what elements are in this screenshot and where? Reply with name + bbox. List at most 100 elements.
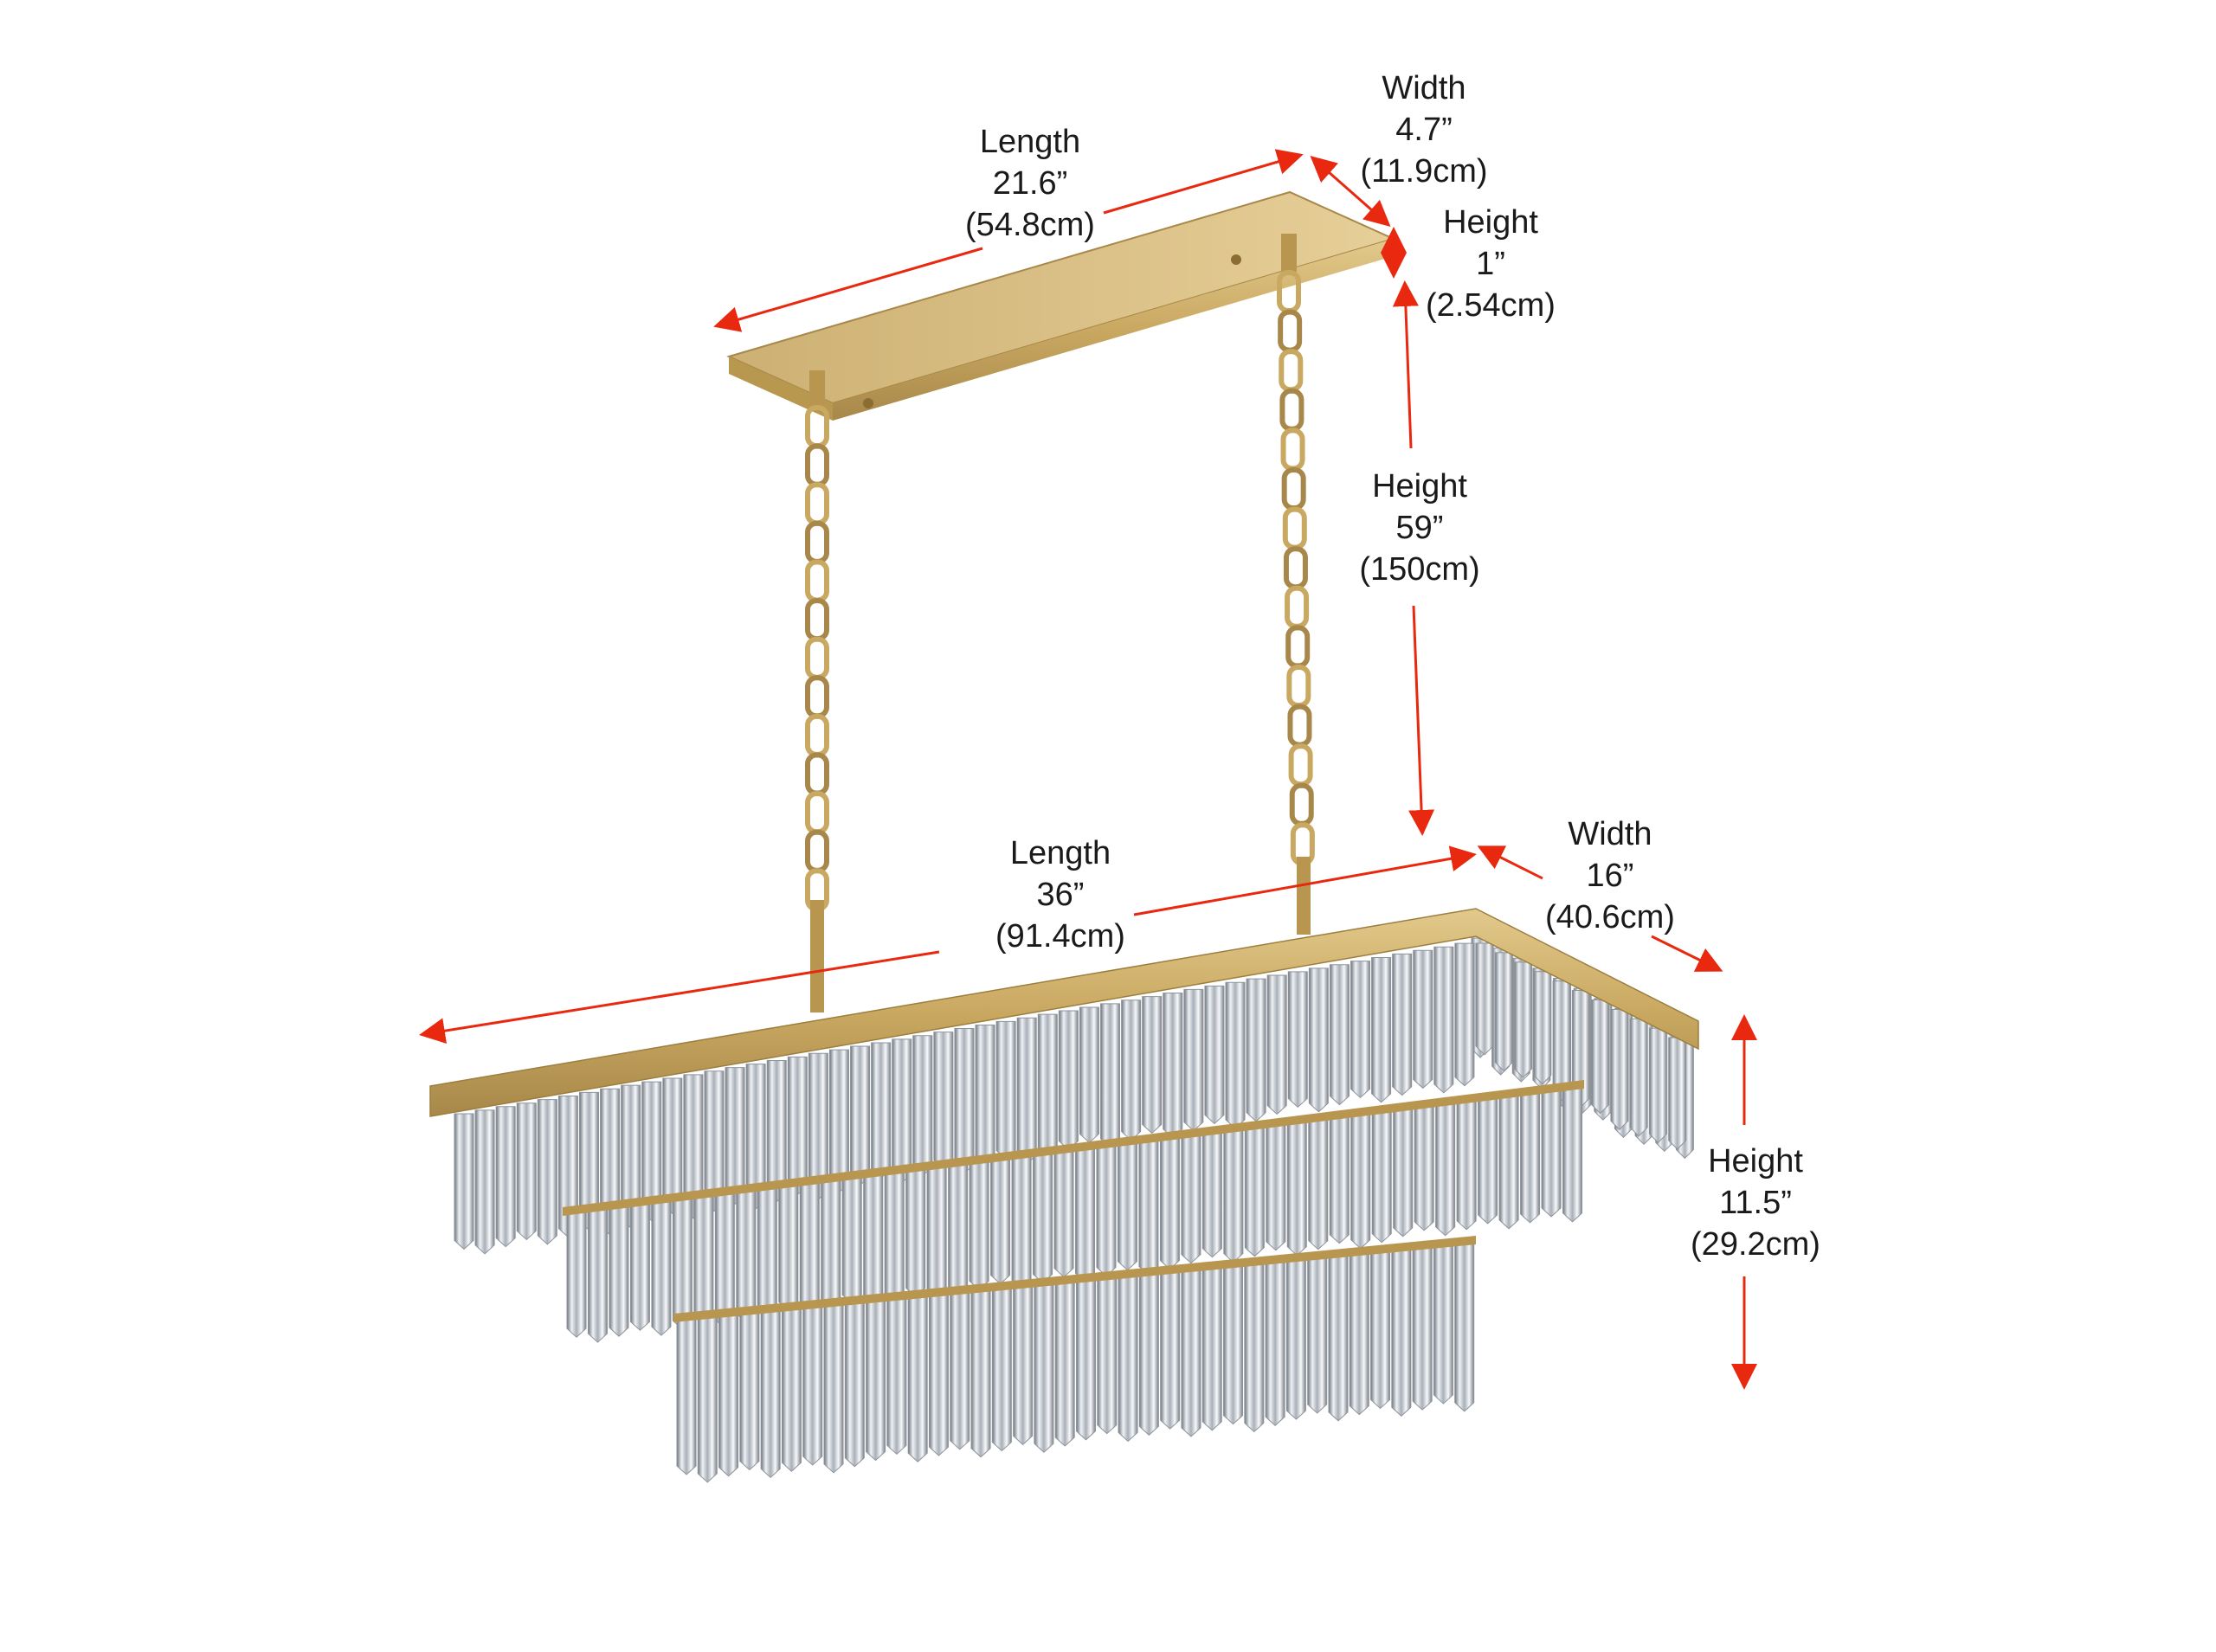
dimension-name: Height [1372,468,1467,505]
crystal-prism-icon [781,1304,802,1472]
crystal-prism-icon [1121,1000,1142,1141]
crystal-prism-icon [1016,1017,1037,1165]
crystal-prism-icon [1329,964,1350,1106]
crystal-prism-icon [1117,1140,1137,1271]
crystal-prism-icon [587,1206,608,1343]
chain-icon [1279,349,1304,393]
crystal-prism-icon [609,1204,629,1337]
crystal-prism-icon [566,1209,587,1338]
chain-icon [1280,427,1305,472]
chain-icon [805,791,829,835]
crystal-prism-icon [1054,1277,1075,1447]
crystal-prism-icon [1266,974,1287,1115]
crystal-prism-icon [1138,1270,1159,1436]
crystal-prism-icon [1053,1147,1074,1278]
crystal-prism-icon [892,1038,912,1184]
crystal-prism-icon [1034,1280,1054,1453]
crystal-prism-icon [1454,942,1475,1087]
crystal-prism-icon [1648,1027,1667,1144]
canopy-length-label: Length 21.6” (54.8cm) [944,121,1117,246]
fixture-body [429,908,1699,1483]
dimension-metric: (11.9cm) [1360,153,1488,190]
fixture-width-label: Width 16” (40.6cm) [1532,813,1688,938]
dimension-imperial: 59” [1395,510,1444,546]
crystal-prism-icon [1096,1142,1117,1277]
chain-icon [805,636,829,680]
crystal-prism-icon [495,1106,516,1248]
crystal-prism-icon [474,1109,495,1255]
crystal-prism-icon [1435,1100,1456,1237]
crystal-prism-icon [676,1315,697,1475]
dimension-arrow-icon [1310,156,1391,227]
crystal-prism-icon [672,1196,692,1330]
dimension-name: Height [1443,204,1538,241]
crystal-prism-icon [760,1307,781,1479]
crystal-prism-icon [991,1283,1012,1452]
crystal-prism-icon [1433,1241,1453,1405]
crystal-prism-icon [1307,1253,1328,1414]
crystal-prism-icon [1223,1126,1244,1263]
dimension-arrow-icon [1651,935,1723,972]
crystal-prism-icon [1225,981,1246,1129]
crystal-prism-icon [736,1187,757,1323]
crystal-prism-icon [1520,1089,1541,1224]
crystal-prism-icon [1433,946,1454,1094]
crystal-prism-icon [1011,1153,1032,1290]
chain-icon [1285,585,1310,629]
crystal-prism-icon [1287,971,1308,1108]
chain-icon [1278,309,1303,353]
crystal-prism-icon [1204,985,1225,1125]
crystal-prism-icon [821,1177,841,1310]
dimension-name: Width [1568,816,1652,852]
crystal-prism-icon [1244,1259,1265,1433]
crystal-prism-icon [537,1099,557,1245]
crystal-prism-icon [970,1286,991,1458]
dimension-metric: (54.8cm) [965,207,1095,243]
crystal-prism-icon [1541,1086,1562,1218]
chain-icon [1287,704,1312,748]
fixture-length-label: Length 36” (91.4cm) [974,832,1147,957]
crystal-prism-icon [1142,996,1163,1135]
canopy-width-label: Width 4.7” (11.9cm) [1337,67,1511,192]
dimension-imperial: 16” [1586,858,1634,894]
chain-icon [1281,467,1306,511]
crystal-prism-icon [863,1172,884,1309]
crystal-prism-icon [995,1020,1016,1160]
dimension-name: Height [1708,1143,1803,1180]
crystal-prism-icon [1285,1255,1306,1420]
dimension-arrow-icon [419,950,940,1045]
crystal-prism-icon [1329,1113,1350,1244]
chain-icon [805,598,829,642]
crystal-prism-icon [1076,1276,1096,1441]
crystal-prism-icon [1413,949,1433,1090]
canopy-plate [726,190,1396,421]
crystal-prism-icon [1393,1105,1414,1237]
crystal-prism-icon [714,1190,735,1329]
chain-icon [1286,665,1311,708]
chain-icon [1282,506,1307,550]
crystal-prism-icon [1391,1244,1412,1417]
chain-icon [1289,782,1314,826]
crystal-prism-icon [1392,953,1413,1096]
dimension-imperial: 21.6” [992,165,1068,202]
crystal-prism-icon [954,1028,975,1174]
crystal-prism-icon [1118,1271,1138,1443]
dimension-metric: (91.4cm) [995,918,1125,955]
chain-icon [1283,546,1308,590]
crystal-prism-icon [725,1067,745,1205]
dimension-arrow-icon [1477,845,1543,880]
crystal-prism-icon [1160,1268,1181,1430]
crystal-prism-icon [1265,1257,1285,1426]
crystal-prism-icon [1266,1121,1286,1251]
dimension-arrow-icon [1103,149,1304,215]
crystal-prism-icon [1498,1091,1519,1230]
dimension-imperial: 4.7” [1395,112,1453,148]
crystal-prism-icon [787,1056,808,1196]
dimension-arrows [419,149,1757,1390]
crystal-prism-icon [454,1113,474,1250]
crystal-prism-icon [1371,957,1392,1103]
crystal-prism-icon [1286,1118,1307,1257]
crystal-prism-icon [933,1032,954,1170]
crystal-prism-icon [802,1302,823,1466]
